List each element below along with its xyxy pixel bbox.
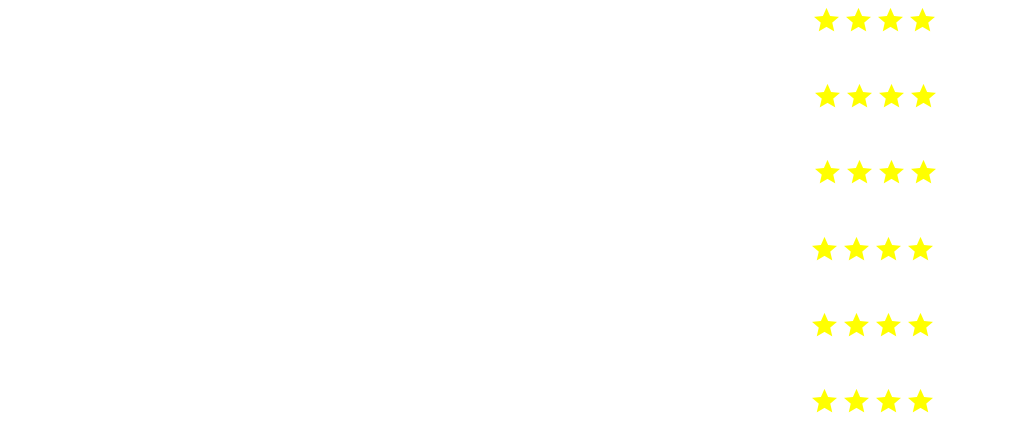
star-icon xyxy=(811,5,842,36)
star-icon xyxy=(876,81,907,112)
star-icon xyxy=(905,310,936,341)
star-rating-row-4 xyxy=(809,229,949,269)
star-rating xyxy=(811,0,951,40)
star-icon xyxy=(809,234,840,265)
star-icon xyxy=(841,386,872,417)
star-icon xyxy=(875,5,906,36)
star-icon xyxy=(809,310,840,341)
star-icon xyxy=(841,234,872,265)
star-icon xyxy=(843,5,874,36)
star-icon xyxy=(907,5,938,36)
star-icon xyxy=(841,310,872,341)
star-rating xyxy=(809,229,949,269)
star-icon xyxy=(844,157,875,188)
star-icon xyxy=(809,386,840,417)
star-icon xyxy=(908,157,939,188)
star-icon xyxy=(908,81,939,112)
star-rating xyxy=(812,152,952,192)
star-icon xyxy=(812,81,843,112)
star-icon xyxy=(873,234,904,265)
star-icon xyxy=(844,81,875,112)
star-icon xyxy=(876,157,907,188)
star-rating xyxy=(809,305,949,345)
star-rating-row-5 xyxy=(809,305,949,345)
star-icon xyxy=(812,157,843,188)
star-rating-list xyxy=(808,0,948,447)
star-rating-row-2 xyxy=(812,76,952,116)
star-rating-row-1 xyxy=(811,0,951,40)
star-rating-row-6 xyxy=(809,381,949,421)
star-icon xyxy=(905,234,936,265)
star-rating-row-3 xyxy=(812,152,952,192)
star-icon xyxy=(873,310,904,341)
star-rating xyxy=(809,381,949,421)
star-rating xyxy=(812,76,952,116)
star-icon xyxy=(905,386,936,417)
star-icon xyxy=(873,386,904,417)
